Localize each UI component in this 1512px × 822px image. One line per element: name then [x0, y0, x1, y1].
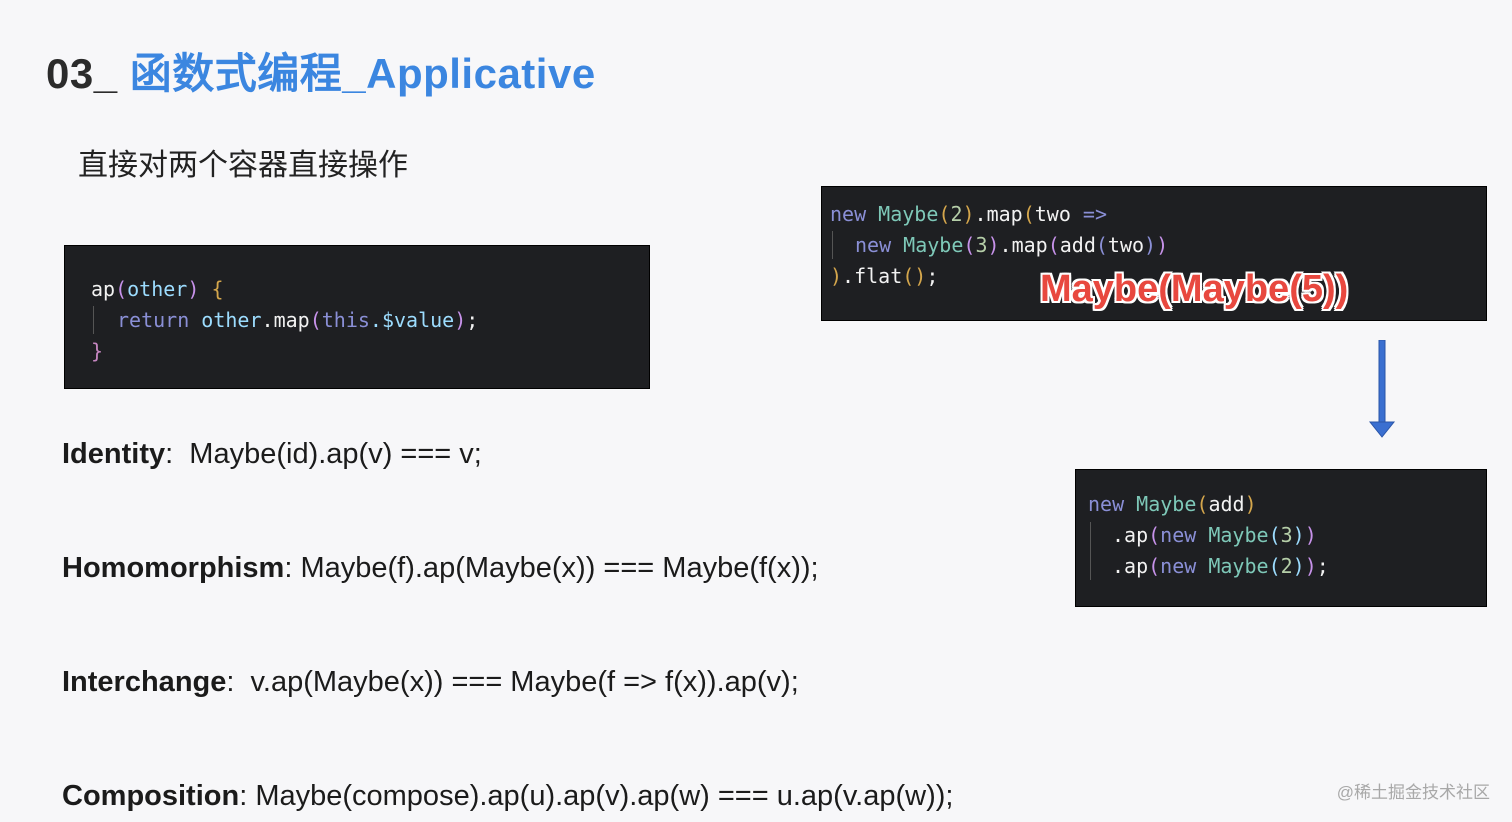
code-block-ap-chain: new Maybe(add) .ap(new Maybe(3)) .ap(new…: [1075, 469, 1487, 607]
code-block-map-flat: new Maybe(2).map(two => new Maybe(3).map…: [821, 186, 1487, 321]
code-line: new Maybe(2).map(two =>: [830, 202, 1107, 226]
code-line: new Maybe(3).map(add(two)): [855, 233, 1169, 257]
code-block-ap-definition: ap(other) { return other.map(this.$value…: [64, 245, 650, 389]
code-line: return other.map(this.$value);: [117, 308, 479, 332]
code-line: new Maybe(add): [1088, 492, 1257, 516]
down-arrow-icon: [1368, 340, 1396, 438]
law-composition: Composition: Maybe(compose).ap(u).ap(v).…: [62, 780, 954, 812]
slide-subtitle: 直接对两个容器直接操作: [78, 149, 408, 182]
code-line: ap(other) {: [91, 277, 224, 301]
indent-guide: [832, 231, 833, 259]
law-identity: Identity: Maybe(id).ap(v) === v;: [62, 438, 482, 470]
code-line: .ap(new Maybe(2));: [1112, 554, 1329, 578]
result-annotation: Maybe(Maybe(5)): [1040, 268, 1349, 310]
indent-guide: [1090, 522, 1091, 580]
code-line: }: [91, 339, 104, 363]
law-interchange: Interchange: v.ap(Maybe(x)) === Maybe(f …: [62, 666, 799, 698]
watermark: @稀土掘金技术社区: [1336, 783, 1490, 802]
title-text: 函数式编程_Applicative: [129, 50, 596, 97]
indent-guide: [93, 306, 94, 334]
code-line: ).flat();: [830, 264, 939, 288]
slide-title: 03_ 函数式编程_Applicative: [46, 40, 596, 101]
law-homomorphism: Homomorphism: Maybe(f).ap(Maybe(x)) === …: [62, 552, 819, 584]
title-number: 03_: [46, 50, 118, 97]
code-line: .ap(new Maybe(3)): [1112, 523, 1317, 547]
